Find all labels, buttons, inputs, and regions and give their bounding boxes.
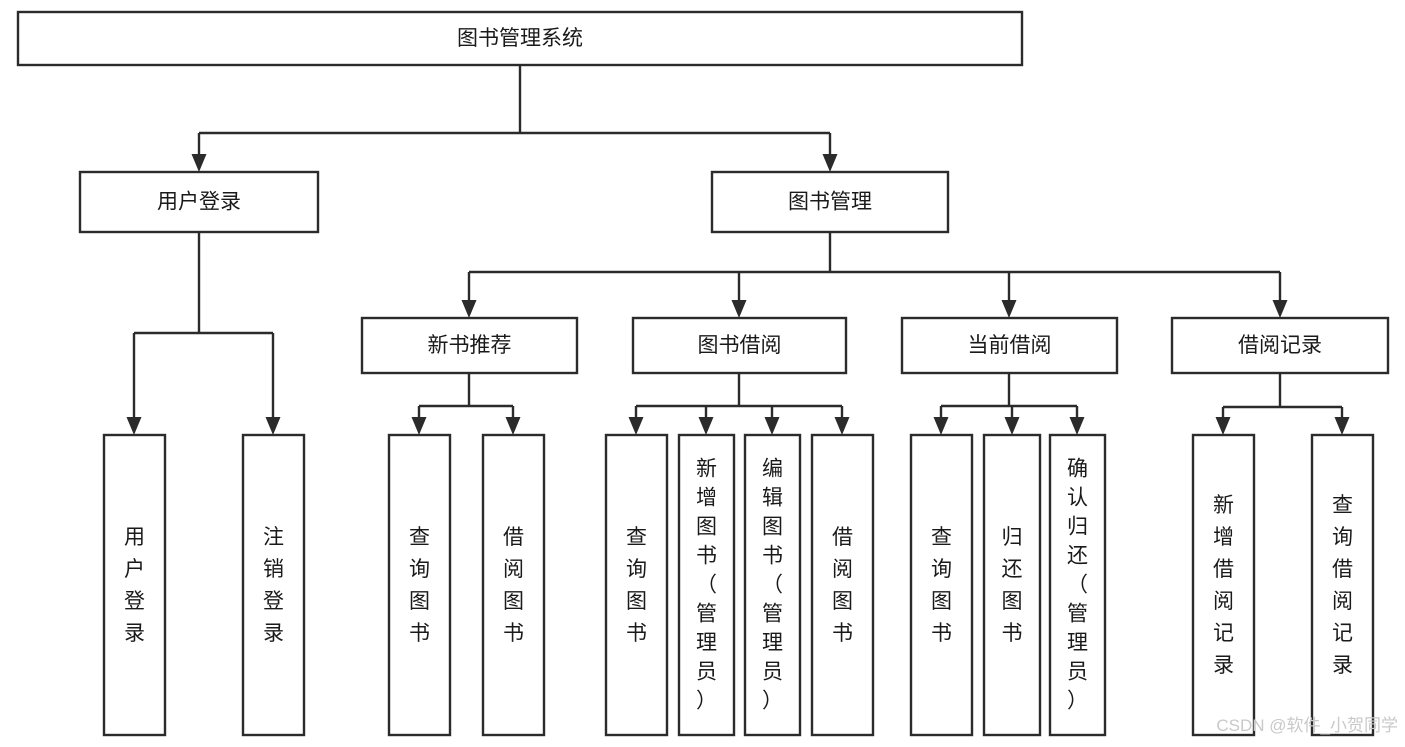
node-box[interactable] (481, 433, 546, 737)
node-leaf-edit-book[interactable]: 编辑图书（管理员） (743, 433, 802, 737)
node-box[interactable] (1310, 433, 1375, 737)
node-root[interactable]: 图书管理系统 (16, 10, 1024, 67)
connector-layer (126, 65, 1350, 435)
watermark-label: CSDN @软件_小贺同学 (1216, 716, 1398, 735)
node-label: 新书推荐 (428, 334, 512, 357)
node-box[interactable] (78, 170, 320, 234)
arrow-head-icon (834, 417, 850, 435)
node-label: 借阅图书 (832, 526, 853, 645)
node-label: 查询图书 (409, 526, 430, 645)
arrow-head-icon (698, 417, 714, 435)
connector-current-to-leaves (933, 373, 1085, 435)
node-label: 图书管理系统 (457, 27, 583, 50)
node-book-manage[interactable]: 图书管理 (710, 170, 950, 234)
arrow-head-icon (1334, 417, 1350, 435)
node-leaf-borrow-book-2[interactable]: 借阅图书 (810, 433, 875, 737)
node-leaf-query-book-3[interactable]: 查询图书 (909, 433, 974, 737)
node-leaf-query-book-1[interactable]: 查询图书 (387, 433, 452, 737)
node-box[interactable] (677, 433, 736, 737)
node-label: 当前借阅 (968, 334, 1052, 357)
arrow-head-icon (822, 154, 838, 172)
node-box[interactable] (1191, 433, 1256, 737)
node-leaf-confirm-return[interactable]: 确认归还（管理员） (1048, 433, 1107, 737)
node-box[interactable] (387, 433, 452, 737)
arrow-head-icon (1272, 300, 1288, 318)
arrow-head-icon (461, 300, 477, 318)
node-box[interactable] (810, 433, 875, 737)
connector-record-to-leaves (1215, 373, 1350, 435)
node-box[interactable] (900, 316, 1119, 375)
node-box[interactable] (604, 433, 669, 737)
node-box[interactable] (360, 316, 579, 375)
node-box[interactable] (1170, 316, 1390, 375)
node-new-book-recommend[interactable]: 新书推荐 (360, 316, 579, 375)
connector-bookmanage-to-level2 (461, 232, 1288, 318)
node-label: 查询借阅记录 (1332, 494, 1353, 677)
arrow-head-icon (731, 300, 747, 318)
arrow-head-icon (933, 417, 949, 435)
node-label: 查询图书 (626, 526, 647, 645)
node-label: 注销登录 (263, 526, 284, 645)
arrow-head-icon (1001, 300, 1017, 318)
node-box[interactable] (743, 433, 802, 737)
connector-recommend-to-leaves (411, 373, 521, 435)
node-leaf-user-login[interactable]: 用户登录 (102, 433, 167, 737)
node-label: 用户登录 (124, 526, 145, 645)
node-user-login[interactable]: 用户登录 (78, 170, 320, 234)
node-leaf-user-logout[interactable]: 注销登录 (241, 433, 306, 737)
node-layer: 图书管理系统用户登录图书管理新书推荐图书借阅当前借阅借阅记录用户登录注销登录查询… (16, 10, 1390, 737)
node-leaf-query-book-2[interactable]: 查询图书 (604, 433, 669, 737)
node-label: 归还图书 (1002, 526, 1023, 645)
arrow-head-icon (505, 417, 521, 435)
node-leaf-return-book[interactable]: 归还图书 (982, 433, 1042, 737)
node-leaf-query-record[interactable]: 查询借阅记录 (1310, 433, 1375, 737)
node-box[interactable] (16, 10, 1024, 67)
node-label: 用户登录 (157, 191, 241, 214)
arrow-head-icon (1004, 417, 1020, 435)
connector-borrow-to-leaves (628, 373, 850, 435)
node-label: 编辑图书（管理员） (762, 457, 783, 712)
node-box[interactable] (241, 433, 306, 737)
arrow-head-icon (1215, 417, 1231, 435)
node-label: 新增图书（管理员） (696, 457, 717, 712)
node-current-borrow[interactable]: 当前借阅 (900, 316, 1119, 375)
node-borrow-record[interactable]: 借阅记录 (1170, 316, 1390, 375)
node-book-borrow[interactable]: 图书借阅 (631, 316, 848, 375)
node-leaf-borrow-book-1[interactable]: 借阅图书 (481, 433, 546, 737)
connector-root-to-level1 (191, 65, 838, 172)
arrow-head-icon (191, 154, 207, 172)
node-label: 图书借阅 (698, 334, 782, 357)
node-box[interactable] (710, 170, 950, 234)
node-label: 借阅图书 (503, 526, 524, 645)
node-label: 查询图书 (931, 526, 952, 645)
arrow-head-icon (126, 417, 142, 435)
node-label: 确认归还（管理员） (1067, 457, 1088, 712)
node-leaf-add-book[interactable]: 新增图书（管理员） (677, 433, 736, 737)
node-label: 图书管理 (788, 191, 872, 214)
node-box[interactable] (1048, 433, 1107, 737)
node-label: 借阅记录 (1238, 334, 1322, 357)
node-box[interactable] (631, 316, 848, 375)
arrow-head-icon (265, 417, 281, 435)
arrow-head-icon (411, 417, 427, 435)
node-leaf-add-record[interactable]: 新增借阅记录 (1191, 433, 1256, 737)
connector-userlogin-to-leaves (126, 232, 281, 435)
arrow-head-icon (628, 417, 644, 435)
node-box[interactable] (982, 433, 1042, 737)
node-box[interactable] (102, 433, 167, 737)
node-box[interactable] (909, 433, 974, 737)
arrow-head-icon (1069, 417, 1085, 435)
node-label: 新增借阅记录 (1213, 494, 1234, 677)
arrow-head-icon (764, 417, 780, 435)
